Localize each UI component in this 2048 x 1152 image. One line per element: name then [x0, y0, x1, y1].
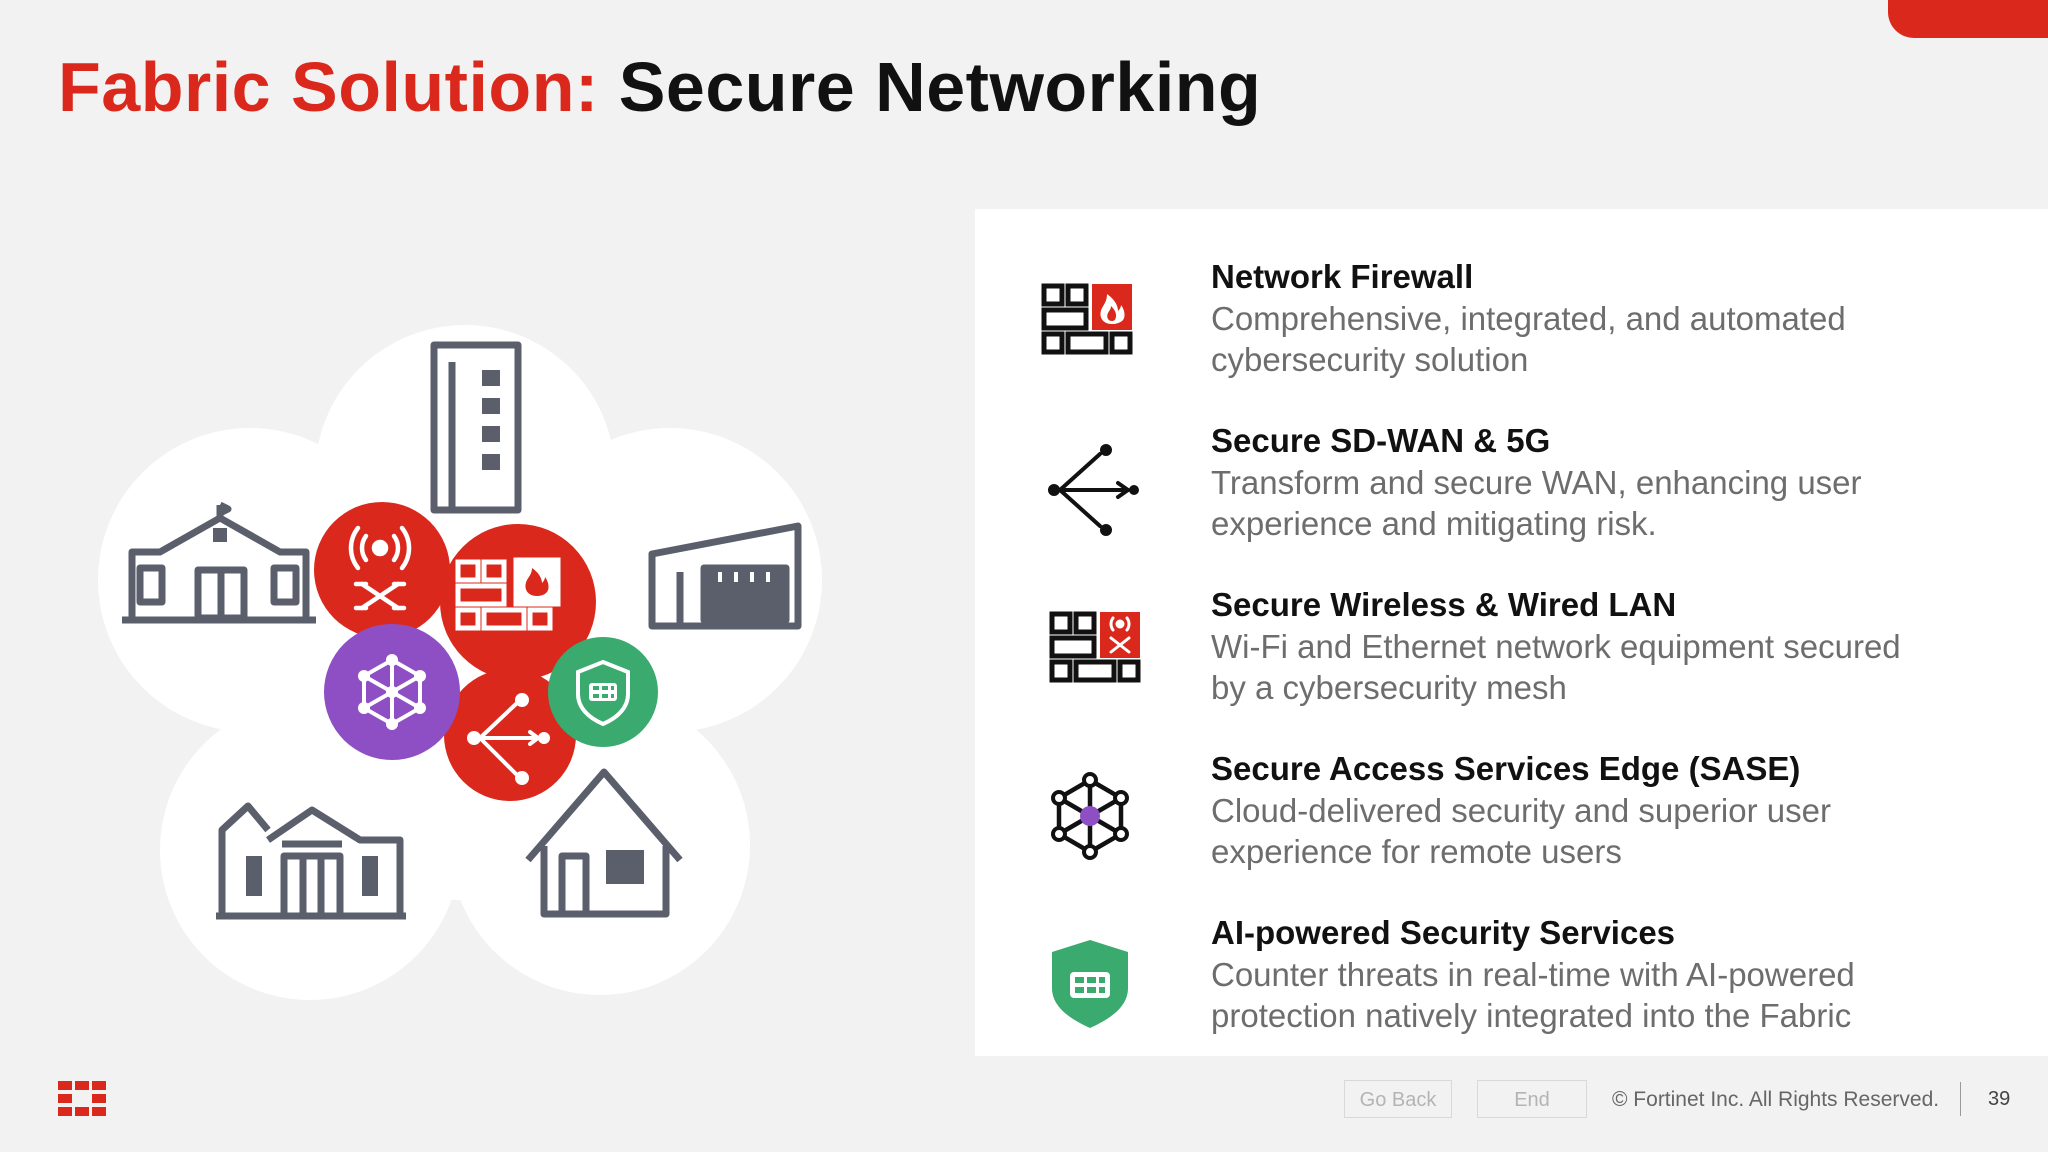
feature-network-firewall: Network Firewall Comprehensive, integrat…: [975, 256, 2048, 396]
sdwan-circle: [444, 669, 576, 801]
accent-tab: [1888, 0, 2048, 38]
sase-mesh-icon: [1051, 772, 1129, 860]
mesh-network-icon: [358, 654, 426, 730]
office-building-icon: [430, 341, 522, 514]
feature-description: Wi-Fi and Ethernet network equipment sec…: [1211, 628, 1901, 706]
house-icon: [525, 768, 683, 918]
feature-description: Transform and secure WAN, enhancing user…: [1211, 464, 1862, 542]
feature-sd-wan: Secure SD-WAN & 5G Transform and secure …: [975, 420, 2048, 560]
firewall-icon: [455, 557, 561, 631]
feature-description: Comprehensive, integrated, and automated…: [1211, 300, 1846, 378]
feature-description: Counter threats in real-time with AI-pow…: [1211, 956, 1855, 1034]
wireless-switch-icon: [348, 525, 412, 611]
sd-wan-icon: [467, 693, 550, 785]
ai-shield-icon: [1052, 940, 1128, 1028]
title-prefix: Fabric Solution:: [58, 48, 599, 126]
sd-wan-icon: [1048, 444, 1139, 536]
fortinet-logo-icon: [58, 1081, 106, 1116]
wireless-circle: [314, 502, 450, 638]
feature-description: Cloud-delivered security and superior us…: [1211, 792, 1831, 870]
page-title: Fabric Solution: Secure Networking: [58, 52, 1261, 122]
shield-icon: [576, 659, 630, 727]
footer-divider: [1960, 1082, 1961, 1116]
title-main: Secure Networking: [618, 48, 1262, 126]
wireless-wired-lan-icon: [1049, 611, 1141, 683]
feature-title: AI-powered Security Services: [1211, 914, 1676, 951]
feature-title: Secure Access Services Edge (SASE): [1211, 750, 1801, 787]
feature-title: Secure Wireless & Wired LAN: [1211, 586, 1677, 623]
copyright-text: © Fortinet Inc. All Rights Reserved.: [1612, 1088, 1940, 1111]
warehouse-icon: [648, 522, 802, 630]
feature-ai-security: AI-powered Security Services Counter thr…: [975, 912, 2048, 1052]
feature-sase: Secure Access Services Edge (SASE) Cloud…: [975, 748, 2048, 888]
fabric-diagram: [98, 325, 822, 1000]
go-back-button[interactable]: Go Back: [1344, 1080, 1452, 1118]
feature-title: Secure SD-WAN & 5G: [1211, 422, 1551, 459]
firewall-icon: [1041, 283, 1133, 355]
page-number: 39: [1988, 1088, 2011, 1110]
campus-building-icon: [216, 802, 406, 920]
school-icon: [122, 501, 316, 624]
cloud-shape: [98, 325, 822, 1000]
feature-panel: Network Firewall Comprehensive, integrat…: [975, 209, 2048, 1056]
feature-title: Network Firewall: [1211, 258, 1474, 295]
feature-wireless-wired-lan: Secure Wireless & Wired LAN Wi-Fi and Et…: [975, 584, 2048, 724]
end-button[interactable]: End: [1477, 1080, 1587, 1118]
